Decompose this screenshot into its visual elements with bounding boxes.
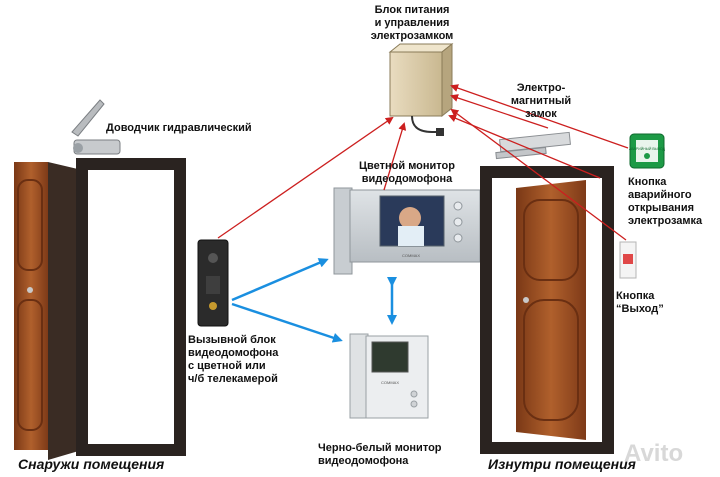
- exit-button-key-icon: [623, 254, 633, 264]
- label-call-panel: Вызывной блок видеодомофона с цветной ил…: [188, 334, 279, 385]
- screen-face: [399, 207, 421, 229]
- color-monitor-button-2: [453, 217, 463, 227]
- wire-lock-to-power: [450, 94, 549, 129]
- label-emergency-button: Кнопка аварийного открывания электрозамк…: [628, 176, 703, 227]
- power-unit: [388, 42, 454, 136]
- emergency-hand-icon: [644, 153, 650, 159]
- left-door-frame: [76, 158, 186, 456]
- caption-inside: Изнутри помещения: [488, 456, 636, 472]
- right-door-frame: [480, 166, 614, 454]
- caption-outside: Снаружи помещения: [18, 456, 165, 472]
- call-panel: [197, 239, 229, 327]
- door-closer-pivot: [73, 143, 83, 153]
- right-door-panel-upper: [523, 199, 579, 281]
- bw-monitor: COMMAX: [349, 333, 429, 419]
- power-plug-icon: [436, 128, 444, 136]
- avito-watermark: Avito: [624, 440, 684, 467]
- color-monitor-handset: [333, 187, 353, 275]
- color-monitor: COMMAX: [333, 187, 481, 275]
- left-door-panel-lower: [17, 299, 43, 431]
- power-unit-side: [441, 42, 453, 118]
- right-door-leaf: [516, 180, 586, 440]
- red-wires: [217, 84, 629, 241]
- blue-links: [231, 258, 397, 343]
- left-door-opening: [88, 170, 174, 444]
- call-button-icon: [209, 302, 217, 310]
- bw-monitor-button-2: [410, 400, 418, 408]
- door-closer-arm: [71, 99, 105, 137]
- color-monitor-brand: COMMAX: [402, 253, 420, 258]
- right-door-panel-lower: [523, 299, 579, 421]
- call-panel-camera-icon: [208, 253, 218, 263]
- label-power-unit: Блок питания и управления электрозамком: [370, 4, 454, 42]
- power-unit-box: [389, 51, 443, 117]
- left-door-handle: [27, 287, 33, 293]
- bw-monitor-brand: COMMAX: [381, 380, 399, 385]
- color-monitor-button-1: [453, 201, 463, 211]
- left-door-edge: [48, 162, 82, 460]
- link-call-panel-to-color-monitor: [231, 258, 329, 302]
- wire-monitor-to-power: [383, 122, 407, 191]
- label-color-monitor: Цветной монитор видеодомофона: [359, 160, 455, 185]
- bw-monitor-button-1: [410, 390, 418, 398]
- right-door: [480, 166, 614, 454]
- exit-button: [619, 241, 637, 279]
- label-door-closer: Доводчик гидравлический: [106, 122, 252, 134]
- wire-exit-to-power: [450, 108, 627, 241]
- label-exit-button: Кнопка “Выход”: [616, 290, 664, 315]
- left-door: [14, 158, 186, 460]
- wire-emergency-to-power: [450, 84, 629, 149]
- mag-lock: [495, 131, 571, 160]
- wire-call-panel-to-power: [217, 116, 394, 239]
- bw-monitor-handset: [349, 333, 369, 419]
- power-cable: [411, 115, 438, 133]
- color-monitor-button-3: [453, 233, 463, 243]
- label-bw-monitor: Черно-белый монитор видеодомофона: [318, 442, 442, 467]
- wire-door-to-power: [448, 114, 601, 179]
- door-closer: [71, 99, 121, 155]
- emergency-plate-text: АВАРИЙНЫЙ ВЫХОД: [629, 147, 666, 151]
- right-door-handle: [523, 297, 529, 303]
- emergency-button-face: [636, 140, 658, 162]
- bw-monitor-screen: [371, 341, 409, 373]
- screen-shirt: [398, 226, 424, 246]
- left-door-panel-upper: [17, 179, 43, 271]
- emergency-button: АВАРИЙНЫЙ ВЫХОД: [629, 133, 666, 169]
- call-panel-speaker: [206, 276, 220, 294]
- link-call-panel-to-bw-monitor: [231, 302, 343, 343]
- label-mag-lock: Электро- магнитный замок: [510, 82, 572, 120]
